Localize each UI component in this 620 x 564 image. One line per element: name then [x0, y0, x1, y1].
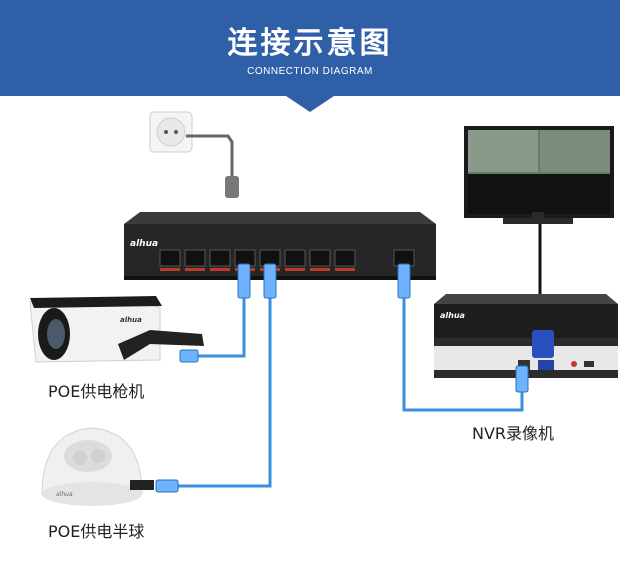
poe-switch: alhua [124, 212, 436, 280]
nvr-brand-logo: alhua [440, 311, 465, 320]
nvr-recorder: alhua [434, 294, 618, 378]
rj45-connectors [155, 263, 529, 493]
power-plug [225, 176, 239, 198]
dome-camera: alhua [41, 427, 154, 506]
monitor [464, 126, 614, 224]
header-notch [286, 96, 334, 112]
vga-connector [532, 330, 554, 358]
label-dome-camera: POE供电半球 [48, 522, 145, 541]
dome-brand-logo: alhua [56, 491, 73, 498]
cable-bullet-camera [194, 274, 246, 358]
label-bullet-camera: POE供电枪机 [48, 382, 145, 401]
label-nvr: NVR录像机 [472, 424, 555, 443]
switch-ports [159, 249, 415, 267]
switch-brand-logo: alhua [130, 239, 158, 249]
bullet-camera: alhua [29, 296, 204, 363]
header-banner [0, 0, 620, 96]
cable-dome-camera [176, 274, 272, 488]
wall-outlet [149, 111, 193, 153]
camera-brand-logo: alhua [120, 316, 142, 324]
power-cord [186, 134, 234, 178]
diagram-title: 连接示意图 [227, 26, 393, 61]
diagram-subtitle: CONNECTION DIAGRAM [247, 66, 373, 77]
